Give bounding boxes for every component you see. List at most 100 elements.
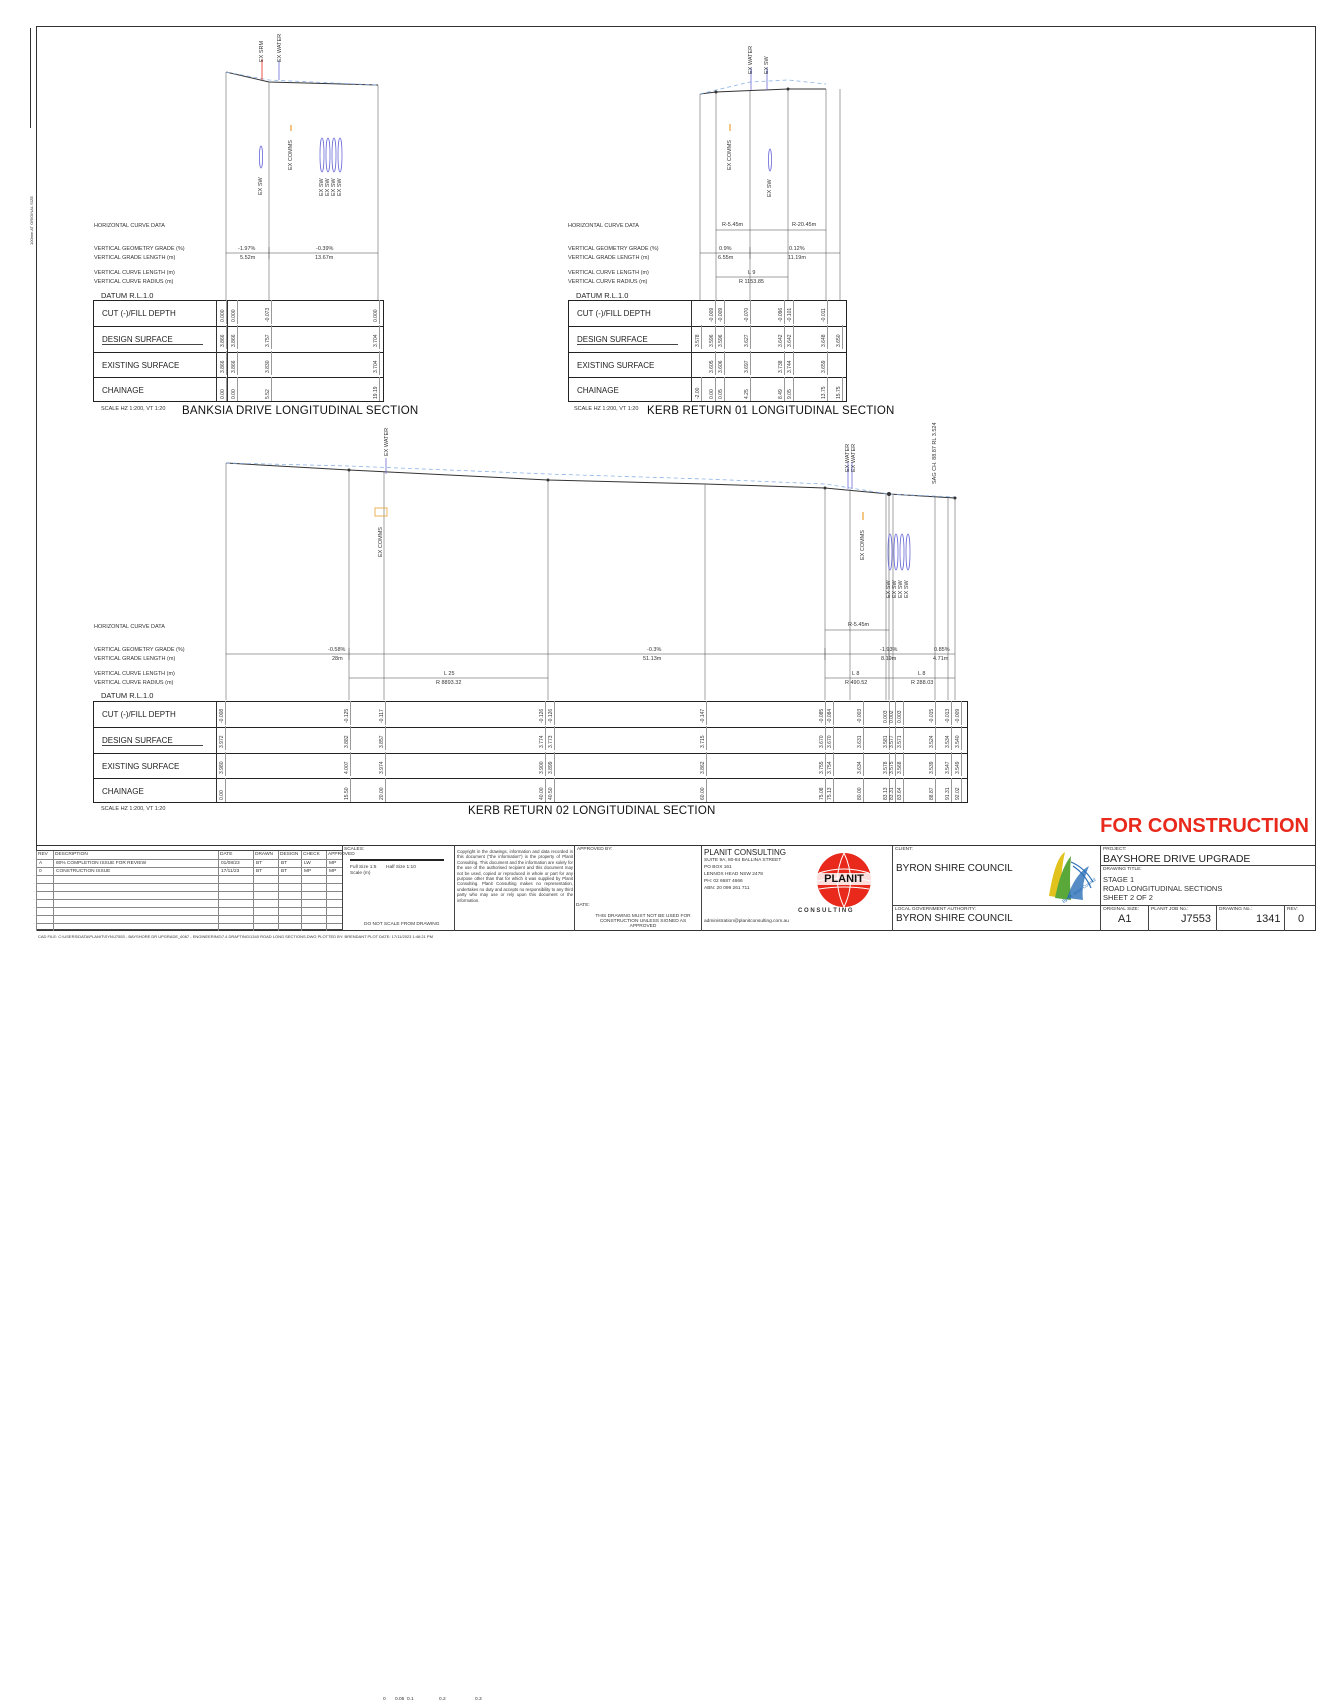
table-tick bbox=[784, 377, 785, 401]
revision-cell: BT bbox=[256, 861, 263, 866]
table-tick bbox=[750, 300, 751, 324]
cad-file-path: CAD FILE: C:\USERS\DATA\PLANIT\SYN\J7553… bbox=[38, 934, 433, 939]
kr01-existing-line bbox=[699, 79, 827, 95]
table-tick bbox=[889, 701, 890, 725]
do-not-scale: DO NOT SCALE FROM DRAWING bbox=[364, 922, 440, 927]
banksia-existing-line bbox=[225, 71, 379, 86]
scale-unit: Scale (m) bbox=[350, 871, 371, 876]
table-tick bbox=[863, 778, 864, 802]
revision-row-line bbox=[36, 883, 342, 884]
row-label-cut: CUT (-)/FILL DEPTH bbox=[577, 309, 651, 318]
revision-cell: CONSTRUCTION ISSUE bbox=[56, 869, 111, 874]
revision-col-line bbox=[253, 851, 254, 931]
grade-value: -0.58% bbox=[328, 647, 346, 653]
kr02-sw-pipe-2 bbox=[893, 533, 899, 571]
revision-cell: 17/11/23 bbox=[221, 869, 240, 874]
vcurve-length: L 25 bbox=[444, 671, 455, 677]
scale-tick: 0.3 bbox=[475, 1697, 482, 1702]
table-tick bbox=[961, 752, 962, 776]
kr02-ip-3 bbox=[823, 486, 827, 490]
table-tick bbox=[750, 377, 751, 401]
table-tick bbox=[724, 300, 725, 324]
table-tick bbox=[863, 726, 864, 750]
horizontal-curve-value: R-5.45m bbox=[722, 222, 744, 228]
table-tick bbox=[271, 300, 272, 324]
table-tick bbox=[951, 726, 952, 750]
section-scale: SCALE HZ 1:200, VT 1:20 bbox=[101, 406, 166, 412]
service-label: EX SW bbox=[337, 178, 343, 196]
table-tick bbox=[379, 377, 380, 401]
table-tick bbox=[793, 351, 794, 375]
service-label: EX COMMS bbox=[288, 140, 294, 170]
table-tick bbox=[706, 701, 707, 725]
table-tick bbox=[554, 701, 555, 725]
table-tick bbox=[271, 377, 272, 401]
revision-cell: LW bbox=[304, 861, 311, 866]
service-label: EX SW bbox=[767, 179, 773, 197]
table-tick bbox=[903, 778, 904, 802]
table-tick bbox=[271, 325, 272, 349]
table-tick bbox=[701, 377, 702, 401]
consultant-line: SUITE 9A, 80-84 BALLINA STREET bbox=[704, 858, 782, 863]
section-title: KERB RETURN 01 LONGITUDINAL SECTION bbox=[647, 405, 895, 417]
revision-row-line bbox=[36, 867, 342, 868]
revision-col-line bbox=[326, 851, 327, 931]
job-label: PLANIT JOB No.: bbox=[1151, 907, 1189, 912]
banksia-verticals bbox=[225, 72, 379, 300]
table-tick bbox=[226, 377, 227, 401]
kr02-sw-pipe-4 bbox=[905, 533, 911, 571]
table-tick bbox=[895, 701, 896, 725]
revision-cell: 0 bbox=[39, 869, 42, 874]
grade-length: 4.71m bbox=[933, 656, 949, 662]
grade-value: 0.85% bbox=[934, 647, 950, 653]
scale-full: Full Size 1:5 bbox=[350, 865, 377, 870]
section-scale: SCALE HZ 1:200, VT 1:20 bbox=[574, 406, 639, 412]
row-label-cut: CUT (-)/FILL DEPTH bbox=[102, 710, 176, 719]
table-tick bbox=[833, 778, 834, 802]
table-tick bbox=[237, 351, 238, 375]
drawing-number-value: 1341 bbox=[1256, 913, 1281, 925]
table-tick bbox=[350, 701, 351, 725]
table-tick bbox=[225, 752, 226, 776]
label-vgrade: VERTICAL GEOMETRY GRADE (%) bbox=[94, 647, 185, 653]
revision-cell: 01/08/23 bbox=[221, 861, 240, 866]
grade-value: -0.3% bbox=[647, 647, 662, 653]
kr01-data-table: CUT (-)/FILL DEPTH DESIGN SURFACE EXISTI… bbox=[568, 300, 847, 402]
consultant-email: administration@planitconsulting.com.au bbox=[704, 919, 789, 924]
table-tick bbox=[545, 752, 546, 776]
grade-length: 6.55m bbox=[718, 255, 734, 261]
kr01-verticals bbox=[699, 89, 841, 300]
table-tick bbox=[903, 726, 904, 750]
table-tick bbox=[750, 325, 751, 349]
table-tick bbox=[889, 726, 890, 750]
revision-col-line bbox=[278, 851, 279, 931]
table-tick bbox=[895, 726, 896, 750]
table-tick bbox=[961, 701, 962, 725]
table-tick bbox=[379, 300, 380, 324]
copyright-note: Copyright in the drawings, information a… bbox=[457, 849, 573, 903]
revision-cell: BT bbox=[281, 861, 288, 866]
table-tick bbox=[385, 752, 386, 776]
consultant-line: LENNOX HEAD NSW 2478 bbox=[704, 872, 763, 877]
grade-value: -1.93% bbox=[880, 647, 898, 653]
grade-length: 51.13m bbox=[643, 656, 662, 662]
row-label-chainage: CHAINAGE bbox=[102, 787, 144, 796]
revision-row-line bbox=[36, 915, 342, 916]
row-label-cut: CUT (-)/FILL DEPTH bbox=[102, 309, 176, 318]
revision-cell: 80% COMPLETION ISSUE FOR REVIEW bbox=[56, 861, 147, 866]
label-vcurve-rad: VERTICAL CURVE RADIUS (m) bbox=[94, 680, 174, 686]
table-tick bbox=[706, 778, 707, 802]
rev-label: REV: bbox=[1287, 907, 1299, 912]
table-tick bbox=[237, 325, 238, 349]
table-tick bbox=[784, 325, 785, 349]
table-tick bbox=[225, 701, 226, 725]
label-horizontal-curve: HORIZONTAL CURVE DATA bbox=[568, 223, 639, 229]
service-label: EX WATER bbox=[851, 443, 857, 472]
table-tick bbox=[825, 726, 826, 750]
service-label: EX WATER bbox=[748, 45, 754, 74]
banksia-design-line bbox=[225, 71, 379, 86]
consultant-line: ABN: 20 099 261 711 bbox=[704, 886, 750, 891]
table-tick bbox=[545, 701, 546, 725]
table-tick bbox=[825, 778, 826, 802]
row-label-existing: EXISTING SURFACE bbox=[102, 361, 180, 370]
